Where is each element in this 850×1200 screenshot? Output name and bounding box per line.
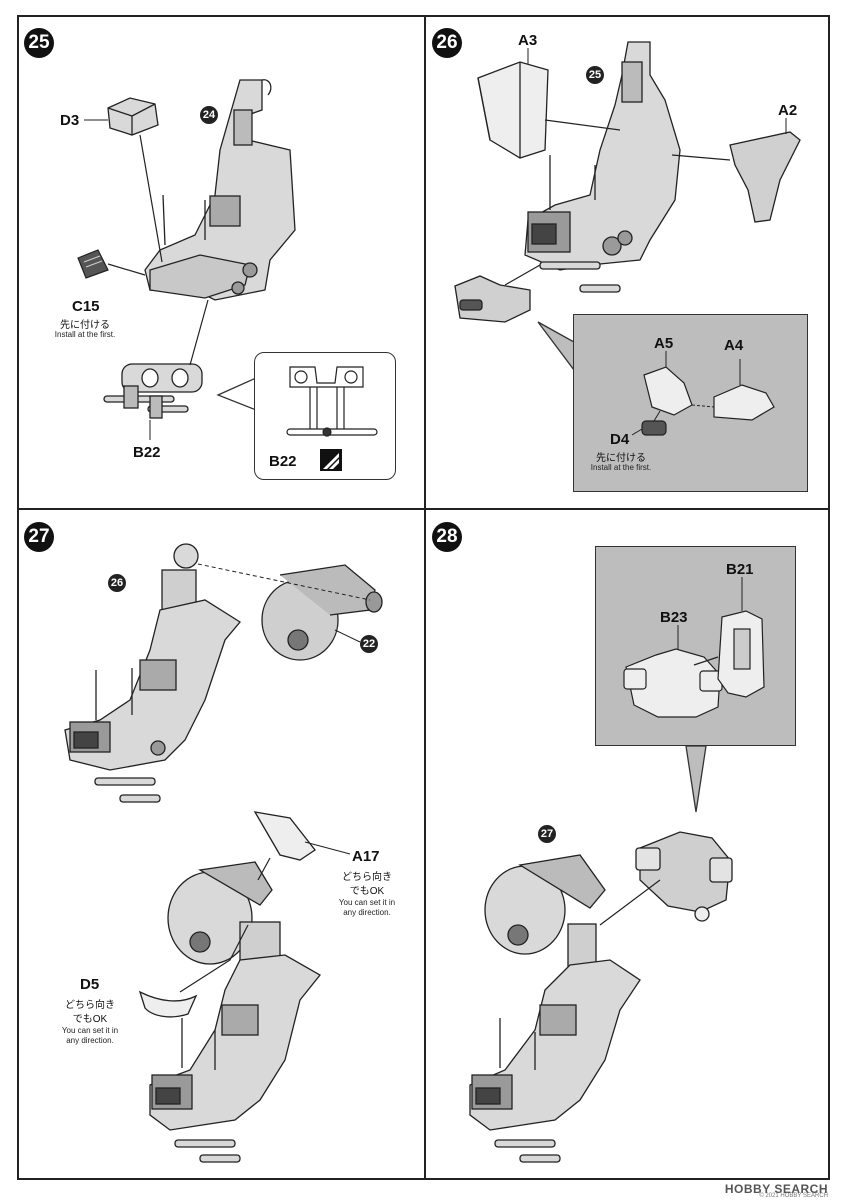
- step-28-hip-part: [635, 831, 733, 922]
- step-28-inset-drawing: [623, 577, 765, 718]
- d4-note-en: Install at the first.: [590, 463, 652, 472]
- a2-guide-line: [671, 154, 731, 161]
- d5-note-jp-1: どちら向き: [65, 1000, 115, 1011]
- part-label-d3: D3: [60, 112, 80, 129]
- b22-detail-inset: B22: [254, 352, 396, 480]
- d3-guide-line: [139, 134, 163, 263]
- b22-gate-icon: [320, 449, 342, 471]
- part-label-b23: B23: [660, 609, 688, 626]
- part-label-a4: A4: [724, 337, 744, 354]
- column-divider: [424, 15, 426, 1180]
- a3-guide-line: [544, 119, 621, 131]
- step-28-detail-inset: B21 B23: [595, 546, 796, 746]
- step-27-part-ref-side: 22: [360, 635, 378, 653]
- watermark-logo: HOBBY SEARCH: [724, 1182, 828, 1196]
- a17-guide-line: [257, 857, 271, 881]
- a17-label-line: [304, 841, 351, 855]
- part-d3-shape: [107, 97, 159, 136]
- part-a3-shape: [477, 61, 549, 159]
- part-b22-shape: [103, 363, 203, 419]
- step-26-toe-subassembly: [454, 275, 531, 323]
- part-label-a5: A5: [654, 335, 674, 352]
- part-label-d4: D4: [610, 431, 630, 448]
- part-label-b22: B22: [133, 444, 161, 461]
- step-25-number: 25: [24, 28, 54, 58]
- part-label-a2: A2: [778, 102, 798, 119]
- b22-detail-drawing: [286, 366, 378, 471]
- step-26-inset-drawing: [631, 351, 775, 436]
- c15-note-en: Install at the first.: [54, 330, 116, 339]
- c15-note-jp: 先に付ける: [60, 320, 110, 331]
- step-26-number: 26: [432, 28, 462, 58]
- part-label-a3: A3: [518, 32, 538, 49]
- part-d5-shape: [138, 990, 198, 1018]
- inset-callout-pointer-28: [685, 745, 707, 813]
- step-27-part-ref-top: 26: [108, 574, 126, 592]
- a17-note-en-2: any direction.: [343, 908, 391, 917]
- part-a4-shape: [713, 384, 775, 421]
- d5-note-en-2: any direction.: [66, 1036, 114, 1045]
- part-label-b21: B21: [726, 561, 754, 578]
- c15-guide-line: [107, 263, 146, 276]
- part-label-c15: C15: [72, 298, 100, 315]
- part-label-d5: D5: [80, 976, 100, 993]
- d5-guide-line: [179, 924, 249, 993]
- part-a2-shape: [729, 131, 801, 223]
- hip-guide-line: [599, 879, 661, 926]
- part-c15-shape: [77, 249, 109, 279]
- step-27-leg-assembly-bottom: [149, 811, 321, 1163]
- step-28-part-ref: 27: [538, 825, 556, 843]
- step-26-detail-inset: A5 A4 D4 先に付ける Install at the first.: [573, 314, 808, 492]
- d5-note-en-1: You can set it in: [61, 1026, 119, 1035]
- toe-guide-line: [504, 264, 541, 286]
- a17-note-jp-1: どちら向き: [342, 872, 392, 883]
- step-27-leg-assembly-top: [64, 543, 241, 803]
- part-22-guide-line: [197, 563, 371, 601]
- a17-note-jp-2: でもOK: [349, 886, 385, 897]
- step-25-part-ref: 24: [200, 106, 218, 124]
- step-27-number: 27: [24, 522, 54, 552]
- watermark-copyright: © 2021 HOBBY SEARCH: [759, 1193, 828, 1199]
- step-26-seat-assembly: [524, 41, 681, 293]
- a17-note-en-1: You can set it in: [338, 898, 396, 907]
- b22-guide-line: [189, 299, 209, 366]
- d4-note-jp: 先に付ける: [596, 453, 646, 464]
- d5-note-jp-2: でもOK: [72, 1014, 108, 1025]
- step-27-part-22-shape: [261, 564, 383, 661]
- step-26-part-ref: 25: [586, 66, 604, 84]
- step-28-number: 28: [432, 522, 462, 552]
- part-22-ref-line: [334, 629, 361, 643]
- step-28-assembly: [469, 854, 641, 1163]
- part-label-a17: A17: [352, 848, 380, 865]
- b22-detail-label: B22: [269, 453, 297, 470]
- row-divider: [17, 508, 830, 510]
- step-25-seat-assembly: [144, 79, 296, 301]
